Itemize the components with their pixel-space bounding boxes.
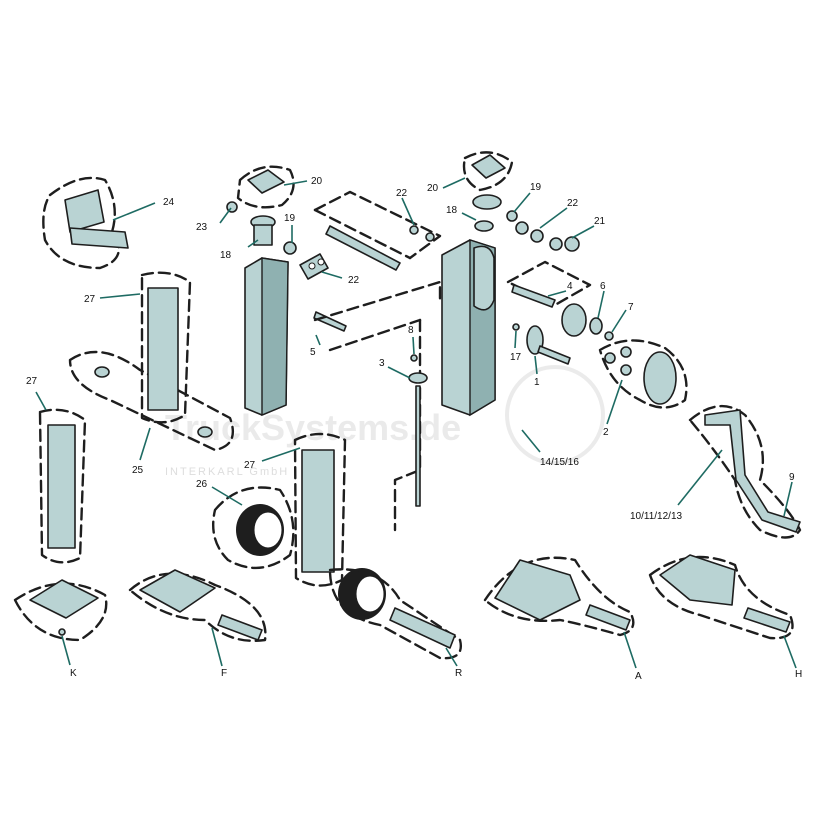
part-17-pin [512, 323, 520, 331]
part-5-pin [313, 311, 347, 332]
callout-27-left: 27 [26, 376, 38, 387]
callout-25: 25 [132, 465, 144, 476]
part-26-wheel-upper [211, 486, 295, 570]
part-6-gear [561, 303, 603, 337]
callout-2: 2 [603, 427, 609, 438]
part-27-column-middle [293, 432, 347, 587]
callout-9: 9 [789, 472, 795, 483]
part-22-washers-right [409, 221, 580, 252]
callout-7: 7 [628, 302, 634, 313]
part-27-column-upper [140, 271, 192, 424]
callout-22-right-small: 22 [396, 188, 408, 199]
callout-f: F [221, 668, 227, 679]
callout-24: 24 [163, 197, 175, 208]
part-25-cross-tube [68, 350, 235, 452]
watermark-text: TruckSystems.de [165, 407, 461, 448]
part-19-washer-right [506, 210, 518, 222]
callout-a: A [635, 671, 642, 682]
callout-26: 26 [196, 479, 208, 490]
callout-3: 3 [379, 358, 385, 369]
part-leg-left-column [244, 257, 289, 417]
leader-lines [35, 177, 797, 669]
part-22-washers-left [299, 253, 329, 280]
foot-variant-k [13, 579, 108, 642]
foot-variant-a [483, 556, 635, 637]
foot-variant-f [128, 569, 267, 642]
part-19-washer-left [283, 241, 297, 255]
foot-variant-h [648, 554, 794, 640]
callout-6: 6 [600, 281, 606, 292]
callout-19-left: 19 [284, 213, 296, 224]
callout-10-11-12-13: 10/11/12/13 [630, 511, 683, 522]
callout-22-right: 22 [567, 198, 579, 209]
callout-23: 23 [196, 222, 208, 233]
callout-labels: 24 20 23 19 18 22 5 27 27 25 27 26 8 3 2… [26, 176, 802, 682]
callout-8: 8 [408, 325, 414, 336]
callout-20-left: 20 [311, 176, 323, 187]
callout-14-15-16: 14/15/16 [540, 457, 579, 468]
callout-r: R [455, 668, 462, 679]
watermark-globe-icon [505, 365, 605, 465]
part-20-cap-right [462, 151, 514, 192]
callout-5: 5 [310, 347, 316, 358]
part-20-cap-left [236, 165, 295, 209]
part-1-flange [526, 325, 571, 365]
part-18-bushing-left [250, 215, 276, 246]
callout-27-upper: 27 [84, 294, 96, 305]
callout-27-middle: 27 [244, 460, 256, 471]
watermark: TruckSystems.de INTERKARL GmbH [165, 365, 605, 478]
part-7-washer [604, 331, 614, 341]
foot-variant-r [328, 568, 462, 660]
callout-1: 1 [534, 377, 540, 388]
part-27-column-left [38, 408, 87, 564]
part-24-bracket [42, 176, 129, 270]
part-8-bolt [410, 354, 418, 362]
part-2-crank-bracket [598, 339, 688, 409]
callout-20-right: 20 [427, 183, 439, 194]
callout-19-right: 19 [530, 182, 542, 193]
callout-h: H [795, 669, 802, 680]
cross-shaft-assembly [313, 190, 442, 532]
callout-4: 4 [567, 281, 573, 292]
callout-18-left: 18 [220, 250, 232, 261]
part-9-crank-handle [688, 404, 802, 539]
watermark-subtext: INTERKARL GmbH [165, 466, 289, 478]
part-18-bushing-right [472, 194, 502, 232]
callout-21: 21 [594, 216, 606, 227]
part-4-shaft [506, 260, 592, 308]
part-leg-right-column [441, 239, 496, 417]
callout-k: K [70, 668, 77, 679]
callout-22-left: 22 [348, 275, 360, 286]
callout-17: 17 [510, 352, 522, 363]
callout-18-right: 18 [446, 205, 458, 216]
part-26-wheel-lower [338, 568, 386, 620]
